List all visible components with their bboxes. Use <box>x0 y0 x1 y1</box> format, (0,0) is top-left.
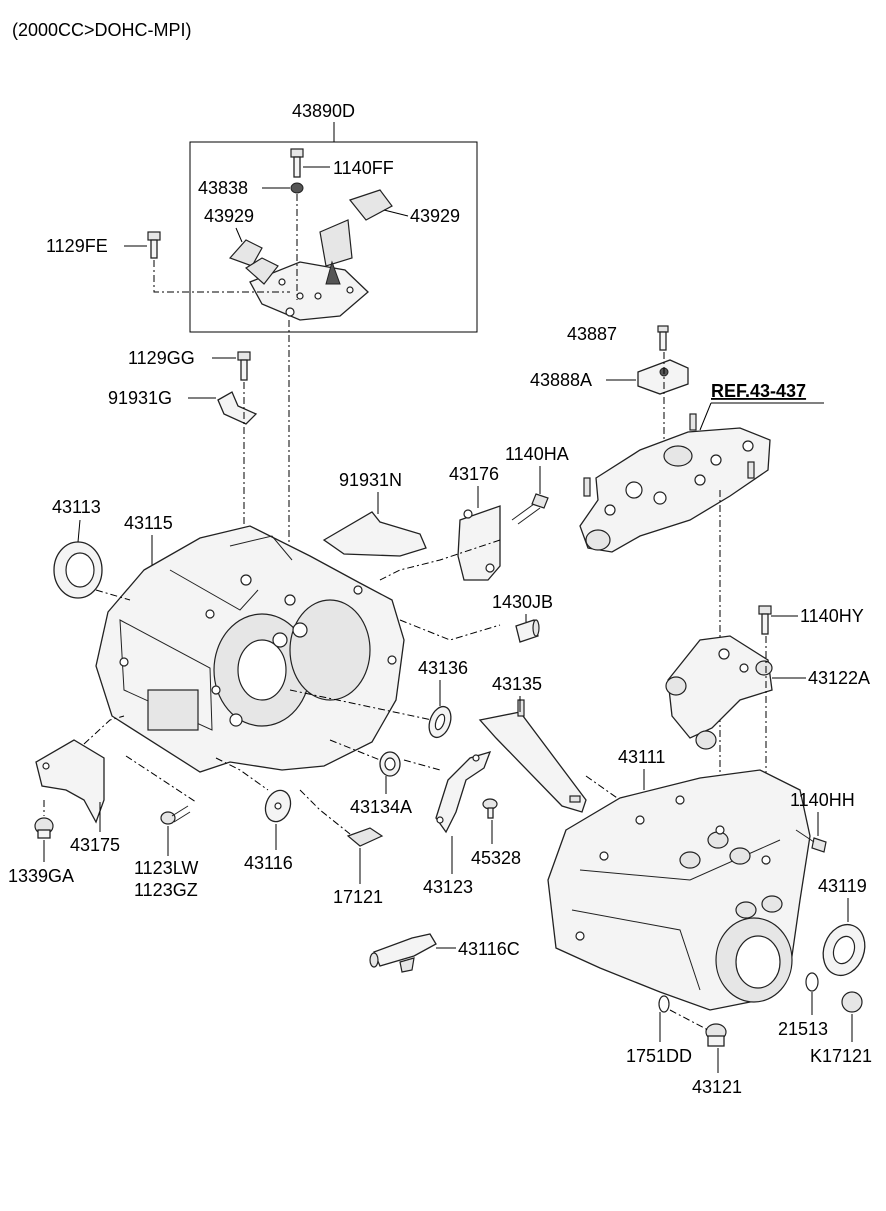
part-label-1123GZ: 1123GZ <box>134 880 198 900</box>
bracket-43176-drawing <box>457 505 501 581</box>
part-label-1140HY: 1140HY <box>800 606 864 626</box>
bracket-43888A-drawing <box>637 359 689 395</box>
bolt-1123LW-drawing <box>160 805 191 825</box>
pin-1430JB-drawing <box>515 619 540 643</box>
part-label-43136: 43136 <box>418 658 468 678</box>
part-label-1123LW: 1123LW <box>134 858 198 878</box>
gasket-17121-drawing <box>346 827 384 847</box>
seal-43113-drawing <box>53 541 103 599</box>
part-label-1140HH: 1140HH <box>790 790 855 810</box>
part-label-43111: 43111 <box>618 747 665 767</box>
plug-K17121-drawing <box>841 991 863 1013</box>
part-label-43121: 43121 <box>692 1077 742 1097</box>
part-label-43135: 43135 <box>492 674 542 694</box>
seal-43134A-drawing <box>379 751 401 777</box>
clutch-housing-43115-drawing <box>95 525 405 773</box>
retainer-43123-drawing <box>435 751 492 834</box>
part-label-43119: 43119 <box>818 876 867 896</box>
bolt-43887-drawing <box>657 325 669 351</box>
plug-43121-drawing <box>705 1023 727 1047</box>
bolt-1140HA-drawing <box>511 493 549 525</box>
plate-43116-drawing <box>264 789 292 823</box>
bracket-91931G-drawing <box>217 391 258 425</box>
guide-43135-drawing <box>478 699 587 813</box>
assembly-group-box <box>189 141 478 333</box>
gasket-1751DD-drawing <box>658 995 670 1013</box>
part-label-43116C: 43116C <box>458 939 520 959</box>
nut-1339GA-drawing <box>34 817 54 839</box>
part-label-1129FE: 1129FE <box>46 236 108 256</box>
seal-43119-drawing <box>822 923 866 977</box>
shift-control-housing-drawing <box>579 413 771 553</box>
nut-43838-drawing <box>290 182 304 194</box>
bolt-1140FF-drawing <box>290 148 304 178</box>
bolt-1129FE-drawing <box>147 231 161 259</box>
part-label-43176: 43176 <box>449 464 499 484</box>
part-label-1140FF: 1140FF <box>333 158 394 178</box>
bolt-1140HY-drawing <box>758 605 772 635</box>
engine-spec-label: (2000CC>DOHC-MPI) <box>12 20 192 40</box>
part-label-17121: 17121 <box>333 887 383 907</box>
part-label-1430JB: 1430JB <box>492 592 553 612</box>
part-label-1140HA: 1140HA <box>505 444 569 464</box>
part-label-43113: 43113 <box>52 497 101 517</box>
part-label-91931N: 91931N <box>339 470 402 490</box>
part-label-43929-left: 43929 <box>204 206 254 226</box>
part-label-1129GG: 1129GG <box>128 348 195 368</box>
part-label-21513: 21513 <box>778 1019 828 1039</box>
part-label-43929-right: 43929 <box>410 206 460 226</box>
part-label-43122A: 43122A <box>808 668 870 688</box>
seal-43136-drawing <box>428 705 452 739</box>
part-label-43123: 43123 <box>423 877 473 897</box>
part-label-43890D: 43890D <box>292 101 355 121</box>
part-label-43887: 43887 <box>567 324 617 344</box>
bolt-1129GG-drawing <box>237 351 251 381</box>
part-label-43175: 43175 <box>70 835 120 855</box>
transmission-case-43111-drawing <box>547 769 811 1011</box>
bracket-91931N-drawing <box>322 511 427 557</box>
part-label-43838: 43838 <box>198 178 248 198</box>
reference-label: REF.43-437 <box>711 381 806 401</box>
bolt-1140HH-drawing <box>795 829 827 853</box>
part-label-1339GA: 1339GA <box>8 866 74 886</box>
shift-lever-bracket-drawing <box>228 189 393 321</box>
bolt-45328-drawing <box>482 798 498 819</box>
part-label-43888A: 43888A <box>530 370 592 390</box>
part-label-43134A: 43134A <box>350 797 412 817</box>
bracket-43122A-drawing <box>665 635 773 750</box>
part-label-43115: 43115 <box>124 513 173 533</box>
part-label-43116: 43116 <box>244 853 293 873</box>
part-label-45328: 45328 <box>471 848 521 868</box>
part-label-1751DD: 1751DD <box>626 1046 692 1066</box>
gasket-21513-drawing <box>805 972 819 992</box>
bracket-43175-drawing <box>35 739 105 824</box>
part-label-91931G: 91931G <box>108 388 172 408</box>
sealant-tube-43116C-drawing <box>369 933 437 973</box>
part-label-K17121: K17121 <box>810 1046 872 1066</box>
